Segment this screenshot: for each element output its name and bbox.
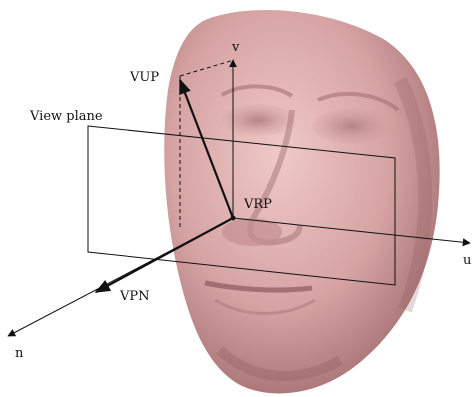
label-vpn: VPN (119, 289, 150, 304)
face-model (164, 10, 439, 393)
label-vup: VUP (129, 70, 159, 85)
label-u: u (463, 253, 471, 268)
label-view-plane: View plane (29, 109, 103, 124)
vrp-point (231, 216, 236, 221)
label-n: n (15, 346, 24, 361)
label-v: v (231, 40, 240, 55)
label-vrp: VRP (243, 197, 272, 212)
